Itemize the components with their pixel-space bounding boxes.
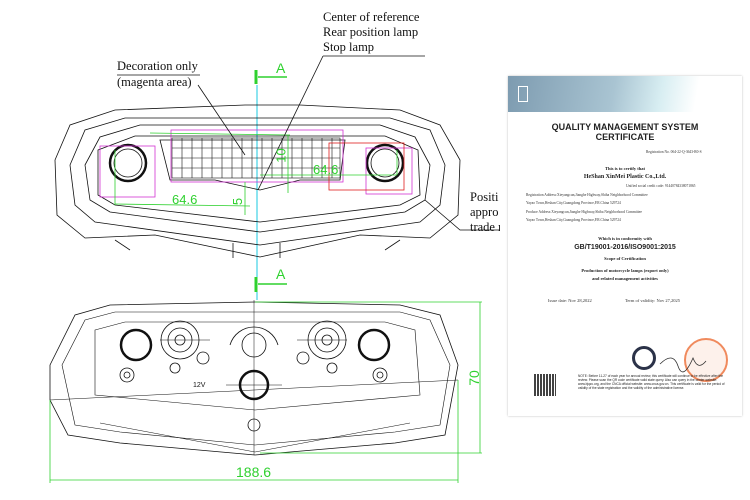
section-marker-top — [254, 70, 287, 84]
bottom-view — [49, 300, 459, 456]
top-view — [54, 55, 500, 258]
company-name: HeShan XinMei Plastic Co.,Ltd. — [583, 174, 667, 180]
callout-position: Positi appro trade n — [470, 190, 500, 235]
validity-date: Term of validity: Nov 27,2025 — [625, 298, 681, 303]
scope-line-1: Production of motorcycle lamps (export o… — [581, 268, 669, 273]
signature-icon — [659, 356, 707, 373]
certificate-note: NOTE: Before 11-27 of each year for annu… — [578, 374, 725, 390]
callout-center-reference: Center of reference — [323, 10, 420, 24]
certificate-title-line-2: CERTIFICATE — [595, 132, 655, 142]
registration-number: Registration No. 064-22-Q-3643-R0-S — [646, 150, 702, 154]
certify-intro: This is to certify that — [605, 166, 645, 171]
section-marker-bottom — [254, 277, 287, 292]
decoration-area-left — [99, 145, 156, 198]
decoration-area-right — [365, 147, 413, 195]
callout-position-line-2: appro — [470, 205, 499, 219]
callout-magenta-area: (magenta area) — [117, 75, 192, 89]
scope-heading: Scope of Certification — [604, 256, 646, 261]
qr-code-icon — [534, 374, 556, 396]
official-stamp-icon — [684, 338, 728, 382]
quality-certificate: QUALITY MANAGEMENT SYSTEM CERTIFICATE Re… — [508, 76, 742, 416]
registration-address-1: Registration Address:Xieyangcun,Jianghe … — [526, 193, 648, 197]
section-label-bottom: A — [276, 266, 286, 282]
dimension-right-offset: 64.6 — [313, 162, 339, 177]
certification-body-logo-icon — [518, 86, 528, 102]
dimension-lines — [49, 301, 482, 483]
voltage-label: 12V — [193, 382, 206, 389]
dimension-vertical-tiny: 5 — [230, 197, 246, 206]
decoration-area-center — [170, 129, 344, 183]
registration-address-2: Yayao Town,Heshan City,Guangdong Provinc… — [526, 201, 621, 205]
callout-decoration-only: Decoration only — [117, 59, 198, 73]
produce-address-1: Produce Address:Xieyangcun,Jianghe Highw… — [526, 210, 642, 214]
highlight-area-right — [328, 142, 405, 191]
dimension-vertical-small: 10 — [273, 148, 289, 163]
standard-code: GB/T19001-2016/ISO9001:2015 — [574, 244, 676, 251]
dimension-height: 70 — [465, 370, 482, 386]
callout-position-line-3: trade n — [470, 220, 500, 234]
dimension-left-offset: 64.6 — [172, 192, 198, 207]
scope-line-2: and related management activities — [592, 276, 658, 281]
grille-grid — [171, 137, 341, 179]
credit-code: Unified social credit code: 914407843380… — [626, 184, 696, 188]
section-label-top: A — [276, 60, 286, 76]
certificate-title-line-1: QUALITY MANAGEMENT SYSTEM — [551, 122, 699, 132]
callout-stop-lamp: Stop lamp — [323, 40, 375, 54]
issue-date: Issue date: Nov 28,2022 — [548, 298, 592, 303]
callout-position-line-1: Positi — [470, 190, 499, 204]
tail-lamp-technical-drawing — [49, 55, 500, 483]
certification-mark-icon — [632, 346, 656, 370]
conformity-text: Which is in conformity with — [598, 236, 652, 241]
callout-rear-position-lamp: Rear position lamp — [323, 25, 419, 39]
certificate-banner — [508, 76, 742, 112]
dimension-width: 188.6 — [236, 464, 272, 480]
produce-address-2: Yayao Town,Heshan City,Guangdong Provinc… — [526, 218, 621, 222]
